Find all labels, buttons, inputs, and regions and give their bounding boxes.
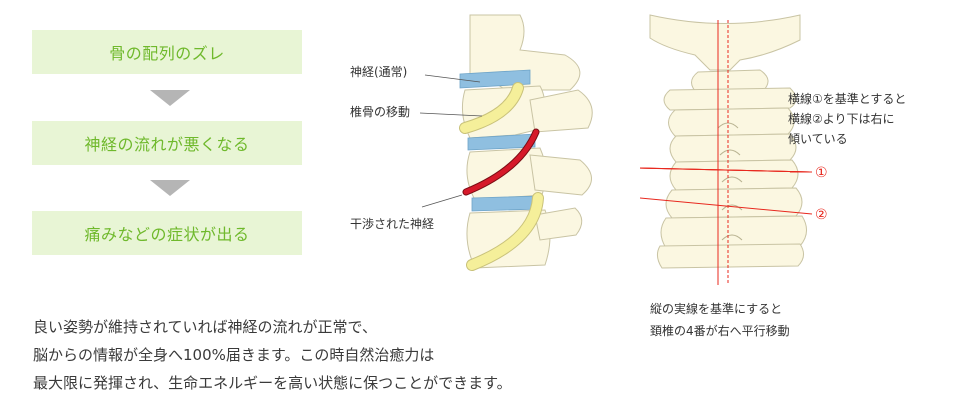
paragraph-line-3: 最大限に発揮され、生命エネルギーを高い状態に保つことができます。 (33, 374, 512, 392)
disc-lower (471, 195, 541, 212)
spine-side-diagram: 神経(通常) 椎骨の移動 干渉された神経 (350, 14, 593, 271)
flow-arrow-down-icon (150, 90, 190, 106)
neck-front-diagram: ① ② 横線①を基準とすると 横線②より下は右に 傾いている 縦の実線を基準にす… (640, 14, 906, 338)
flow-step-label: 神経の流れが悪くなる (84, 135, 250, 154)
disc-upper (459, 69, 531, 89)
note-line-1: 横線①を基準とすると (788, 91, 906, 106)
marker-line-1: ① (815, 165, 828, 181)
paragraph-line-2: 脳からの情報が全身へ100%届きます。この時自然治癒力は (33, 346, 435, 364)
label-nerve-normal: 神経(通常) (350, 65, 407, 79)
disc-middle (467, 133, 536, 151)
flow-step-misalignment: 骨の配列のズレ (32, 30, 302, 74)
label-nerve-compressed: 干渉された神経 (350, 216, 434, 231)
flow-step-nerve-flow: 神経の流れが悪くなる (32, 121, 302, 165)
paragraph-line-1: 良い姿勢が維持されていれば神経の流れが正常で、 (33, 318, 377, 336)
flow-step-symptoms: 痛みなどの症状が出る (32, 211, 302, 255)
vertebra-process-middle (529, 89, 593, 133)
caption-line-1: 縦の実線を基準にすると (650, 301, 782, 316)
marker-line-2: ② (815, 207, 828, 223)
skull-base (649, 14, 801, 71)
flow-step-label: 痛みなどの症状が出る (84, 225, 250, 244)
vertebra-process-lower (529, 154, 592, 196)
flow-arrow-down-icon (150, 180, 190, 196)
note-line-2: 横線②より下は右に (788, 111, 895, 126)
horizontal-line-2 (640, 197, 813, 215)
caption-line-2: 頚椎の4番が右へ平行移動 (650, 323, 790, 338)
vertebra-process-bottom (534, 207, 583, 241)
description-paragraph: 良い姿勢が維持されていれば神経の流れが正常で、 脳からの情報が全身へ100%届き… (33, 313, 633, 397)
note-line-3: 傾いている (788, 132, 848, 146)
label-vertebra-shift: 椎骨の移動 (350, 104, 410, 119)
flow-step-label: 骨の配列のズレ (109, 44, 225, 63)
